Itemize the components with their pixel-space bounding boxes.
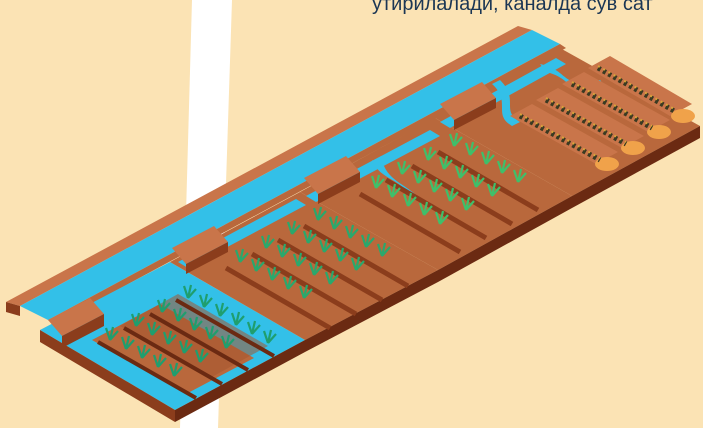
plot-4-bed-end <box>621 141 645 155</box>
caption-text: утирилалади, каналда сув сат <box>372 0 703 23</box>
plot-4-bed-end <box>647 125 671 139</box>
plot-4-bed-end <box>595 157 619 171</box>
plot-4-bed-end <box>671 109 695 123</box>
